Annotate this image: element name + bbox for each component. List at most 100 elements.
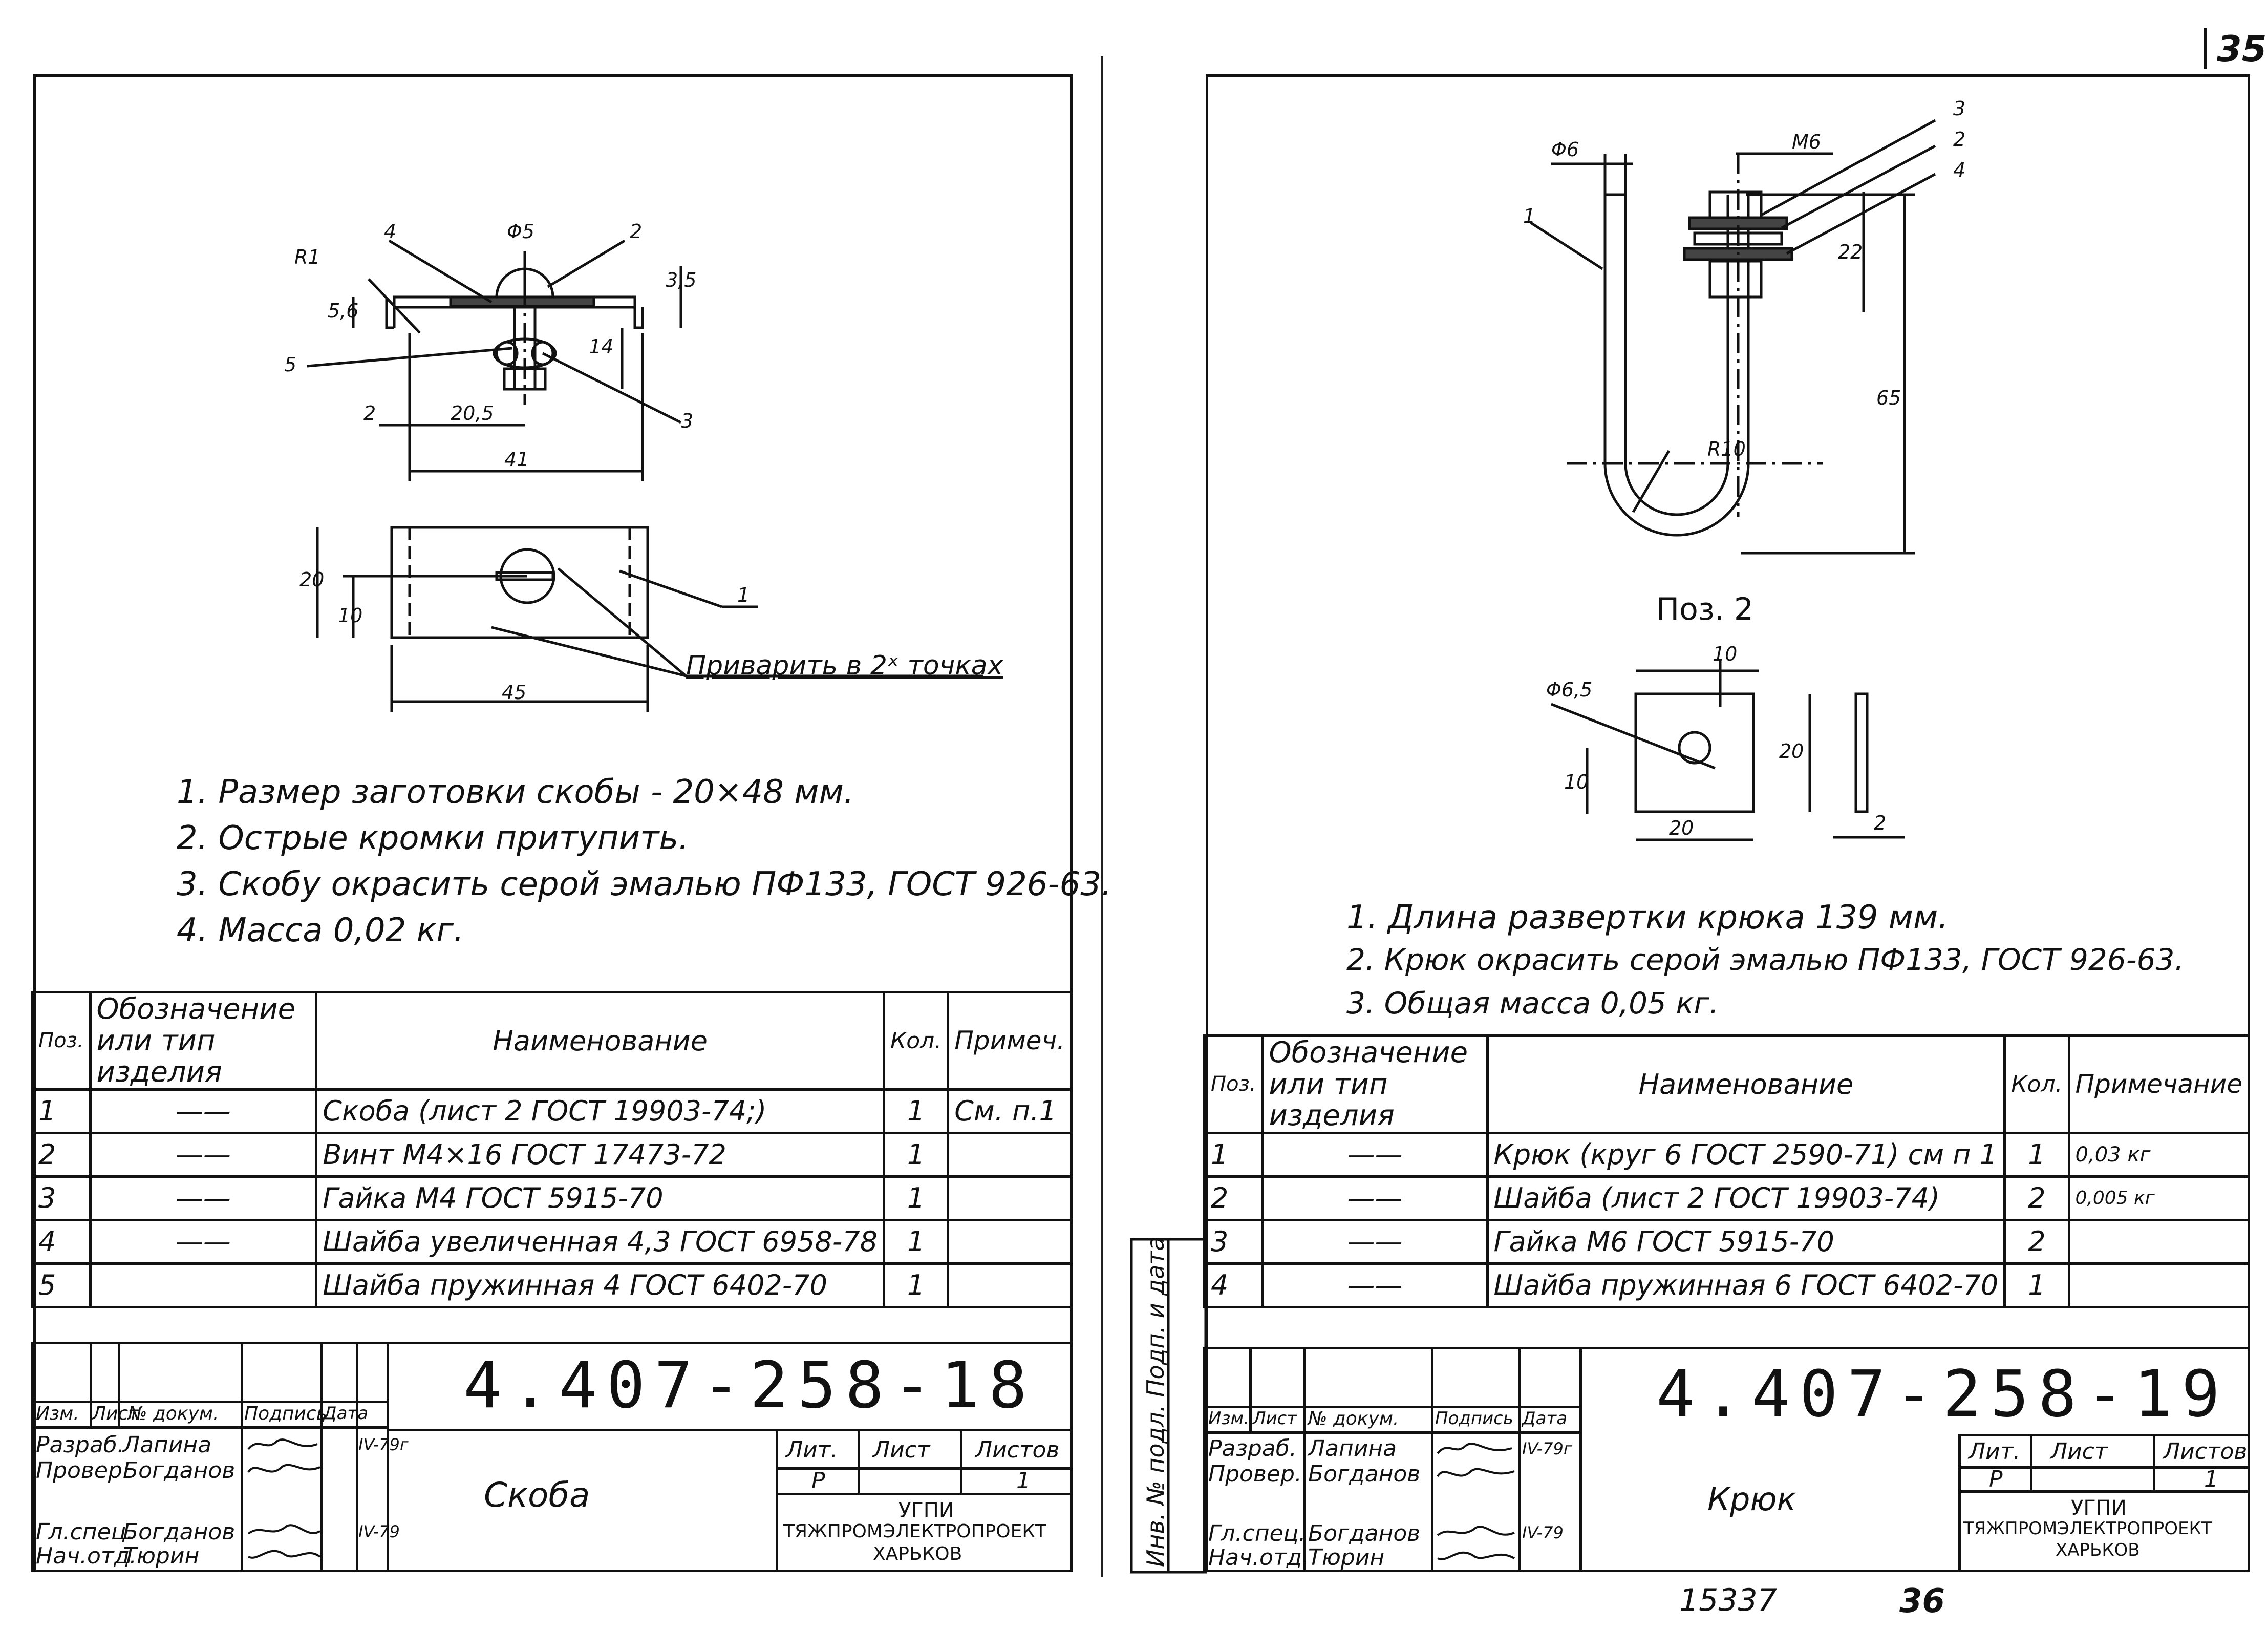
tb-person: Тюрин — [123, 1543, 200, 1569]
row-des — [89, 1262, 318, 1308]
row-pos: 1 — [1203, 1131, 1264, 1178]
tb-grid-v2 — [1958, 1434, 1961, 1570]
tb-date: IV-79 — [358, 1522, 400, 1541]
tb-col-sign: Подпись — [244, 1403, 327, 1424]
signature-bogdanov-2 — [247, 1524, 321, 1535]
signature-bogdanov — [1437, 1468, 1515, 1477]
label-m6: М6 — [1792, 131, 1821, 153]
label-dim-35: 3,5 — [666, 269, 697, 291]
row-note — [2067, 1262, 2251, 1308]
row-note: 0,03 кг — [2067, 1131, 2251, 1178]
label-pos5: 5 — [284, 353, 297, 376]
org-line-2: ТЯЖПРОМЭЛЕКТРОПРОЕКТ — [783, 1521, 1046, 1542]
tb-grid-v3 — [858, 1429, 860, 1493]
side-stamp-text: Инв. № подл. Подп. и дата — [1142, 1236, 1169, 1567]
header-name: Наименование — [1486, 1034, 2006, 1134]
label-dim-2: 2 — [363, 402, 376, 425]
org-line-3: ХАРЬКОВ — [873, 1543, 962, 1564]
tb-grid-v2 — [776, 1429, 778, 1570]
tb-grid-v3 — [2030, 1434, 2032, 1490]
org-line-2: ТЯЖПРОМЭЛЕКТРОПРОЕКТ — [1963, 1518, 2212, 1539]
row-pos: 3 — [1203, 1218, 1264, 1265]
left-note-2: 2. Острые кромки притупить. — [177, 819, 689, 857]
row-name: Гайка М6 ГОСТ 5915-70 — [1486, 1218, 2006, 1265]
tb-grid-v7 — [1431, 1349, 1433, 1570]
row-des: —— — [1261, 1131, 1489, 1178]
row-qty: 2 — [2003, 1218, 2070, 1265]
tb-person: Богданов — [1308, 1520, 1421, 1547]
footer-page-number: 36 — [1899, 1582, 1945, 1620]
right-note-3: 3. Общая масса 0,05 кг. — [1346, 986, 1719, 1021]
row-des: —— — [89, 1218, 318, 1265]
signature-lapina — [1437, 1443, 1512, 1454]
row-name: Скоба (лист 2 ГОСТ 19903-74;) — [315, 1088, 885, 1134]
tb-col-izm: Изм. — [36, 1403, 79, 1424]
right-note-1: 1. Длина развертки крюка 139 мм. — [1346, 899, 1949, 937]
tb-role: Нач.отд. — [36, 1543, 137, 1569]
tb-person: Лапина — [123, 1432, 212, 1458]
right-note-2: 2. Крюк окрасить серой эмалью ПФ133, ГОС… — [1346, 942, 2184, 977]
row-des: —— — [89, 1175, 318, 1221]
label-r1: R1 — [294, 246, 320, 268]
label-dia5: Φ5 — [507, 220, 535, 243]
row-pos: 4 — [31, 1218, 92, 1265]
label-pos4: 4 — [1953, 159, 1966, 181]
tb-grid-v5 — [90, 1344, 92, 1426]
label-dim-41: 41 — [504, 448, 529, 471]
page-divider — [1101, 56, 1103, 1577]
label-pos1: 1 — [737, 584, 750, 606]
row-des: —— — [89, 1088, 318, 1134]
org-line-1: УГПИ — [2071, 1496, 2127, 1520]
label-dia65: Φ6,5 — [1546, 679, 1593, 701]
label-dim-20h: 20 — [1669, 817, 1694, 839]
tb-grid-v4 — [960, 1429, 962, 1493]
row-name: Шайба пружинная 6 ГОСТ 6402-70 — [1486, 1262, 2006, 1308]
label-dim-10: 10 — [338, 604, 363, 627]
page-number-border — [2204, 28, 2207, 69]
tb-grid-v4 — [2153, 1434, 2155, 1490]
row-name: Крюк (круг 6 ГОСТ 2590-71) см п 1 — [1486, 1131, 2006, 1178]
tb-grid-h1 — [387, 1429, 1073, 1431]
tb-sheets-label: Листов — [975, 1437, 1060, 1463]
tb-grid-h5 — [1206, 1431, 1579, 1434]
label-dim-10v: 10 — [1564, 771, 1589, 793]
tb-col-sign: Подпись — [1435, 1408, 1513, 1429]
label-pos4: 4 — [384, 220, 397, 243]
tb-lit: Р — [811, 1468, 825, 1494]
tb-sheets: 1 — [2204, 1466, 2218, 1492]
header-designation: Обозначение или тип изделия — [1261, 1034, 1489, 1134]
row-name: Шайба пружинная 4 ГОСТ 6402-70 — [315, 1262, 885, 1308]
row-qty: 1 — [882, 1262, 950, 1308]
header-name: Наименование — [315, 991, 885, 1091]
label-dim-2: 2 — [1874, 812, 1887, 834]
bracket-front-view — [307, 239, 682, 481]
tb-role: Разраб. — [36, 1432, 124, 1458]
product-name: Скоба — [484, 1475, 590, 1515]
tb-person: Богданов — [1308, 1461, 1421, 1487]
weld-note: Приварить в 2ˣ точках — [686, 650, 1003, 681]
tb-col-ndoc: № докум. — [1308, 1408, 1399, 1429]
tb-col-list: Лист — [1253, 1408, 1297, 1429]
label-dim-20v: 20 — [1779, 740, 1804, 763]
bracket-top-view — [316, 526, 983, 712]
label-r10: R10 — [1707, 438, 1746, 460]
page-number: 35 — [2217, 28, 2267, 70]
label-pos3: 3 — [1953, 97, 1966, 120]
header-note: Примечание — [2067, 1034, 2251, 1134]
signature-bogdanov — [247, 1464, 320, 1473]
right-spec-table: Поз. Обозначение или тип изделия Наимено… — [1203, 1034, 2251, 1308]
row-name: Шайба увеличенная 4,3 ГОСТ 6958-78 — [315, 1218, 885, 1265]
tb-role: Провер. — [1208, 1461, 1302, 1487]
org-line-3: ХАРЬКОВ — [2056, 1540, 2140, 1560]
label-dim-20: 20 — [299, 568, 325, 591]
tb-role: Провер. — [36, 1457, 130, 1484]
row-qty: 2 — [2003, 1175, 2070, 1221]
row-pos: 3 — [31, 1175, 92, 1221]
label-pos2: 2 — [1953, 128, 1966, 151]
tb-role: Разраб. — [1208, 1435, 1297, 1462]
